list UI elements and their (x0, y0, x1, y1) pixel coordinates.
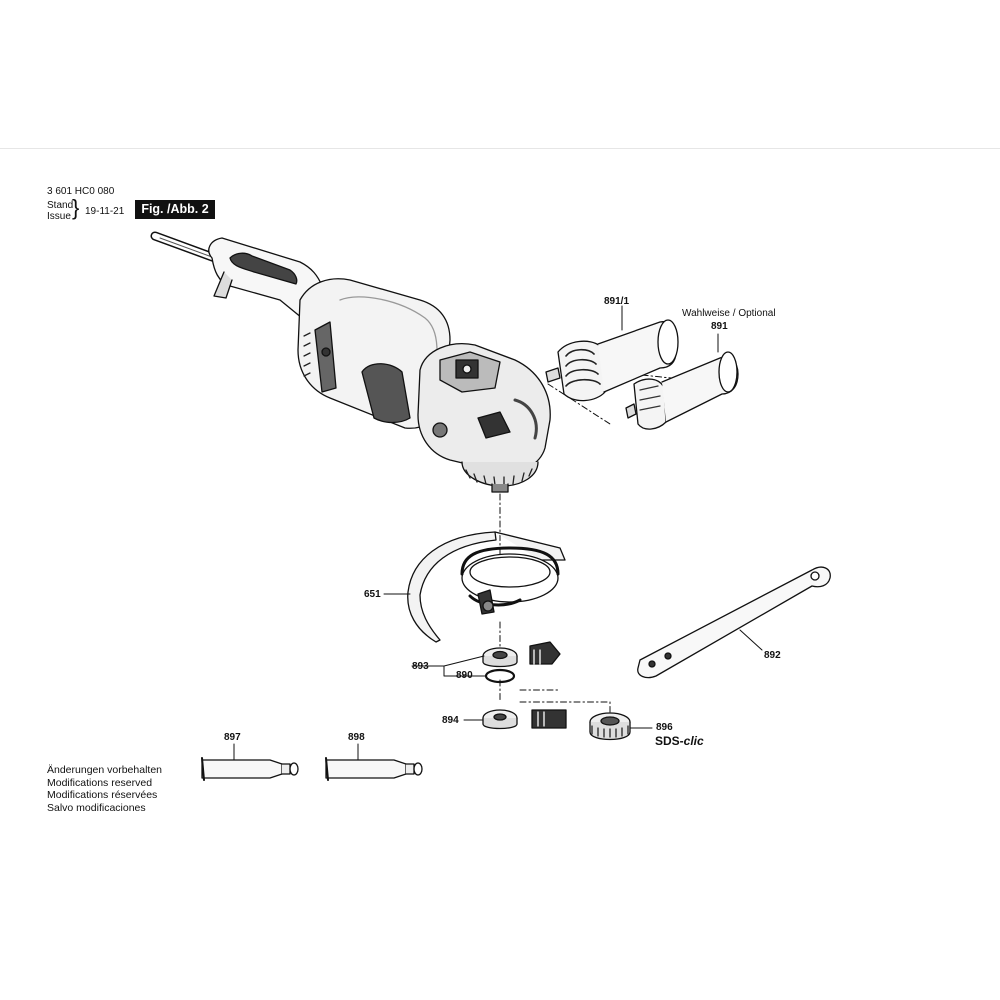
label-890: 890 (456, 670, 473, 681)
issue-label: Issue (47, 211, 71, 222)
two-pin-spanner-892 (637, 566, 831, 679)
wheel-guard-651 (407, 531, 566, 643)
label-891: 891 (711, 321, 728, 332)
label-892: 892 (764, 650, 781, 661)
note-de: Änderungen vorbehalten (47, 764, 163, 776)
mounting-flange-893 (482, 641, 561, 668)
leader-893-890 (443, 655, 487, 677)
stand-label: Stand (47, 200, 74, 211)
sds-clic-nut-896 (589, 712, 653, 741)
grease-tube-897 (201, 743, 299, 781)
label-891-1: 891/1 (604, 296, 630, 307)
part-number: 3 601 HC0 080 (47, 186, 115, 197)
label-893: 893 (412, 661, 429, 672)
sds-clic-label: SDS-clic (655, 734, 704, 748)
clamping-nut-894 (463, 709, 567, 730)
side-handle-891-1 (545, 319, 679, 402)
label-897: 897 (224, 732, 241, 743)
note-es: Salvo modificaciones (47, 801, 146, 814)
label-894: 894 (442, 715, 459, 726)
power-cord (150, 231, 220, 263)
modification-notes: Änderungen vorbehalten Modifications res… (47, 764, 162, 814)
grease-tube-898 (325, 743, 423, 781)
optional-note: Wahlweise / Optional (682, 308, 776, 319)
label-898: 898 (348, 732, 365, 743)
note-en: Modifications reserved (47, 776, 153, 789)
figure-badge: Fig. /Abb. 2 (135, 200, 215, 219)
label-651: 651 (364, 589, 381, 600)
sheet-top-rule (0, 148, 1000, 149)
angle-grinder (208, 237, 551, 493)
note-fr: Modifications réservées (47, 789, 158, 801)
label-896: 896 (656, 722, 673, 733)
side-handle-891 (625, 351, 739, 430)
brace-icon: } (72, 195, 80, 220)
issue-date: 19-11-21 (85, 206, 125, 217)
